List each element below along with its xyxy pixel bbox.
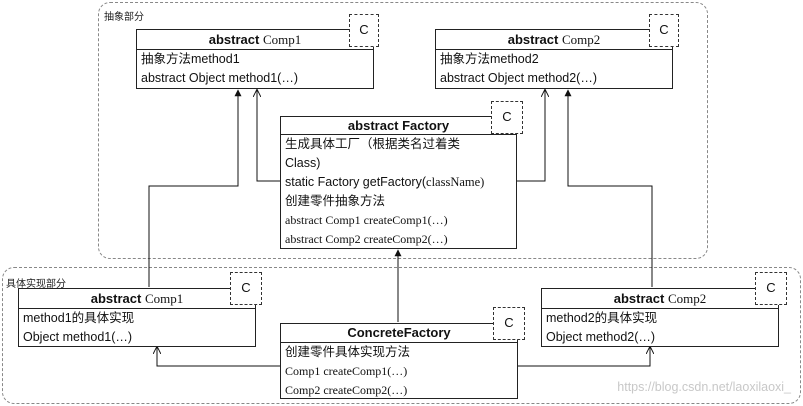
concretefactory-class-title: ConcreteFactory: [347, 325, 451, 340]
concretefactory-class-header: ConcreteFactory: [281, 324, 517, 343]
impl2-abstract-keyword: abstract: [613, 291, 665, 306]
factory-getfactory-param: className): [426, 175, 485, 189]
factory-getfactory-signature: static Factory getFactory(: [285, 175, 427, 189]
factory-desc-line1: 生成具体工厂（根据类名过着类: [285, 137, 461, 151]
abstract-part-label: 抽象部分: [104, 12, 144, 23]
concretefactory-createcomp1-method: Comp1 createComp1(…): [285, 364, 408, 378]
comp2-class-badge: C: [649, 14, 679, 47]
factory-uses-comp1-line: [257, 90, 280, 182]
comp1-class-name: Comp1: [262, 32, 302, 47]
abstract-part-region: [98, 2, 708, 259]
factory-create-desc: 创建零件抽象方法: [285, 194, 386, 208]
concretefactory-uses-impl1-line: [157, 347, 280, 367]
factory-class-badge: C: [491, 101, 523, 134]
comp1-class-header: abstract Comp1: [137, 30, 373, 50]
comp1-class-badge: C: [349, 14, 379, 47]
impl2-class-name: Comp2: [667, 291, 707, 306]
factory-desc-line2: Class): [285, 156, 321, 170]
factory-createcomp2-method: abstract Comp2 createComp2(…): [285, 232, 448, 246]
impl2-class-box: abstract Comp2 method2的具体实现 Object metho…: [541, 288, 779, 347]
impl2-method-signature: Object method2(…): [546, 330, 656, 344]
comp2-method-description: 抽象方法method2: [440, 52, 539, 66]
factory-createcomp1-method: abstract Comp1 createComp1(…): [285, 213, 448, 227]
impl2-method-description: method2的具体实现: [546, 311, 658, 325]
factory-class-box: abstract Factory 生成具体工厂（根据类名过着类 Class) s…: [280, 116, 517, 249]
concretefactory-uses-impl2-line: [518, 347, 650, 367]
factory-getfactory-method: static Factory getFactory(className): [281, 173, 516, 192]
concrete-part-label: 具体实现部分: [6, 279, 66, 290]
impl1-class-box: abstract Comp1 method1的具体实现 Object metho…: [18, 288, 256, 347]
concretefactory-class-box: ConcreteFactory 创建零件具体实现方法 Comp1 createC…: [280, 323, 518, 399]
comp1-class-box: abstract Comp1 抽象方法method1 abstract Obje…: [136, 29, 374, 89]
impl1-method-signature: Object method1(…): [23, 330, 133, 344]
concretefactory-class-badge: C: [493, 307, 525, 340]
concretefactory-createcomp2-method: Comp2 createComp2(…): [285, 383, 408, 397]
concretefactory-create-desc: 创建零件具体实现方法: [285, 345, 411, 359]
impl1-class-name: Comp1: [144, 291, 184, 306]
impl1-class-badge: C: [230, 272, 262, 305]
watermark-text: https://blog.csdn.net/laoxilaoxi_: [617, 380, 791, 394]
comp2-class-name: Comp2: [561, 32, 601, 47]
impl1-inherits-comp1-line: [148, 89, 242, 287]
impl1-method-description: method1的具体实现: [23, 311, 135, 325]
impl1-abstract-keyword: abstract: [90, 291, 142, 306]
comp2-class-box: abstract Comp2 抽象方法method2 abstract Obje…: [435, 29, 673, 89]
comp1-method-description: 抽象方法method1: [141, 52, 240, 66]
comp2-class-header: abstract Comp2: [436, 30, 672, 50]
comp1-method-signature: abstract Object method1(…): [141, 71, 299, 85]
impl1-class-header: abstract Comp1: [19, 289, 255, 309]
factory-uses-comp2-line: [516, 90, 545, 182]
concrete-part-region: [2, 267, 801, 404]
impl2-class-badge: C: [755, 272, 787, 305]
factory-class-title: abstract Factory: [347, 118, 450, 133]
comp2-method-signature: abstract Object method2(…): [440, 71, 598, 85]
impl2-inherits-comp2-line: [564, 89, 653, 287]
comp2-abstract-keyword: abstract: [507, 32, 559, 47]
factory-class-header: abstract Factory: [281, 117, 516, 135]
impl2-class-header: abstract Comp2: [542, 289, 778, 309]
comp1-abstract-keyword: abstract: [208, 32, 260, 47]
